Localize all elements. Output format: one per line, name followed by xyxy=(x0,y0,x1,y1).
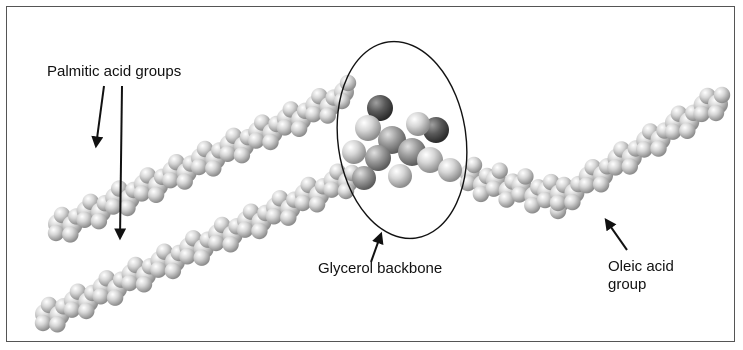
palmitic-chain-upper-atom xyxy=(119,200,135,216)
oleic-chain-atom xyxy=(650,140,666,156)
glycerol-atom xyxy=(352,166,376,190)
palmitic-chain-upper-atom xyxy=(91,213,107,229)
palmitic-chain-upper-atom xyxy=(134,185,150,201)
oleic-chain-atom xyxy=(693,106,709,122)
palmitic-chain-lower-atom xyxy=(136,276,152,292)
palmitic-chain-upper-atom xyxy=(105,198,121,214)
oleic-label-line1: Oleic acid xyxy=(608,258,718,276)
palmitic-arrow-upper xyxy=(96,86,104,146)
palmitic-chain-upper-atom xyxy=(219,146,235,162)
palmitic-chain-lower-atom xyxy=(35,315,51,331)
oleic-chain-atom xyxy=(564,194,580,210)
palmitic-chain-lower-atom xyxy=(266,208,282,224)
palmitic-chain-upper-atom xyxy=(320,107,336,123)
glycerol-atom xyxy=(406,112,430,136)
palmitic-chain-upper-atom xyxy=(262,134,278,150)
palmitic-chain-lower-atom xyxy=(309,196,325,212)
palmitic-chain-upper-atom xyxy=(277,119,293,135)
palmitic-chain-lower-atom xyxy=(150,262,166,278)
oleic-acid-label: Oleic acid group xyxy=(608,258,718,294)
palmitic-chain-upper-atom xyxy=(248,132,264,148)
palmitic-chain-upper-atom xyxy=(177,173,193,189)
palmitic-chain-lower-atom xyxy=(251,223,267,239)
palmitic-chain-lower-atom xyxy=(78,303,94,319)
palmitic-chain-upper-atom xyxy=(48,225,64,241)
palmitic-arrow-lower xyxy=(120,86,122,238)
oleic-chain-atom xyxy=(636,141,652,157)
palmitic-chain-lower-atom xyxy=(194,250,210,266)
palmitic-chain-lower-atom xyxy=(179,248,195,264)
oleic-chain-atom xyxy=(492,163,508,179)
oleic-chain-atom xyxy=(517,168,533,184)
palmitic-chain-lower-atom xyxy=(165,263,181,279)
glycerol-arrow xyxy=(371,234,381,262)
oleic-chain-atom xyxy=(593,176,609,192)
oleic-chain-atom xyxy=(708,105,724,121)
glycerol-backbone-label: Glycerol backbone xyxy=(318,260,442,278)
oleic-chain-atom xyxy=(622,158,638,174)
palmitic-chain-lower-atom xyxy=(237,222,253,238)
oleic-label-line2: group xyxy=(608,276,718,294)
palmitic-chain-lower-atom xyxy=(338,183,354,199)
oleic-chain-atom xyxy=(607,159,623,175)
palmitic-chain-lower-atom xyxy=(208,235,224,251)
palmitic-chain-upper-atom xyxy=(62,226,78,242)
palmitic-chain-upper-atom xyxy=(162,172,178,188)
palmitic-chain-upper-atom xyxy=(148,187,164,203)
palmitic-acid-label: Palmitic acid groups xyxy=(47,63,181,81)
glycerol-atom xyxy=(355,115,381,141)
palmitic-chain-lower-atom xyxy=(295,195,311,211)
glycerol-atom xyxy=(438,158,462,182)
oleic-chain-atom xyxy=(550,195,566,211)
palmitic-chain-upper-atom xyxy=(76,212,92,228)
palmitic-chain-upper-atom xyxy=(291,121,307,137)
palmitic-chain-lower-atom xyxy=(121,275,137,291)
palmitic-chain-upper-atom xyxy=(234,147,250,163)
oleic-chain-atom xyxy=(579,177,595,193)
oleic-chain-atom xyxy=(466,157,482,173)
palmitic-chain-upper-atom xyxy=(334,93,350,109)
palmitic-chain-lower-atom xyxy=(323,182,339,198)
palmitic-chain-lower-atom xyxy=(64,302,80,318)
glycerol-atom xyxy=(342,140,366,164)
palmitic-chain-upper-atom xyxy=(305,106,321,122)
palmitic-chain-lower-atom xyxy=(280,210,296,226)
oleic-chain-atom xyxy=(665,124,681,140)
glycerol-atom xyxy=(388,164,412,188)
palmitic-chain-lower-atom xyxy=(107,290,123,306)
palmitic-chain-upper-atom xyxy=(191,159,207,175)
palmitic-chain-lower-atom xyxy=(49,316,65,332)
oleic-chain-atom xyxy=(714,87,730,103)
oleic-arrow xyxy=(606,220,627,250)
palmitic-chain-upper-atom xyxy=(205,160,221,176)
palmitic-chain-lower-atom xyxy=(222,236,238,252)
palmitic-chain-lower-atom xyxy=(93,288,109,304)
oleic-chain-atom xyxy=(679,123,695,139)
